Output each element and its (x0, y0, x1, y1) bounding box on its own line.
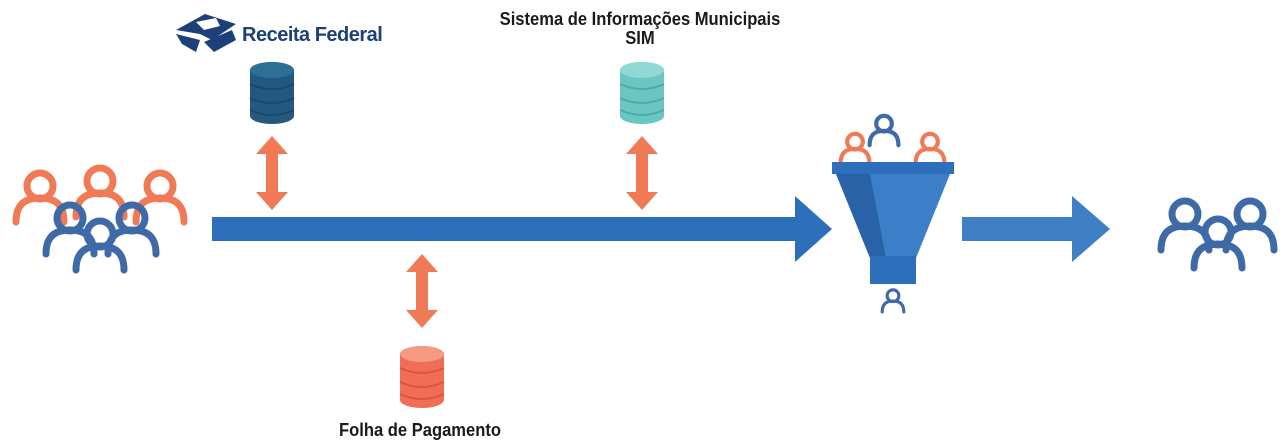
sync-arrow-sim (626, 136, 658, 210)
receita-federal-logo-text: Receita Federal (242, 24, 383, 46)
sim-label-line2: SIM (625, 28, 655, 48)
filter-funnel-icon (832, 116, 954, 314)
database-sim-icon (619, 62, 665, 124)
sim-label: Sistema de Informações Municipais SIM (456, 10, 824, 48)
sync-arrow-folha (406, 254, 438, 328)
sync-arrow-receita (256, 136, 288, 210)
people-group-right-icon (1161, 201, 1274, 268)
receita-federal-logo (176, 14, 236, 52)
database-receita-icon (249, 62, 295, 124)
main-flow-arrow (212, 196, 832, 262)
output-arrow (962, 196, 1110, 262)
sim-label-line1: Sistema de Informações Municipais (499, 9, 781, 29)
folha-label: Folha de Pagamento (339, 420, 501, 440)
people-group-left-icon (16, 168, 184, 270)
database-folha-icon (399, 346, 445, 408)
